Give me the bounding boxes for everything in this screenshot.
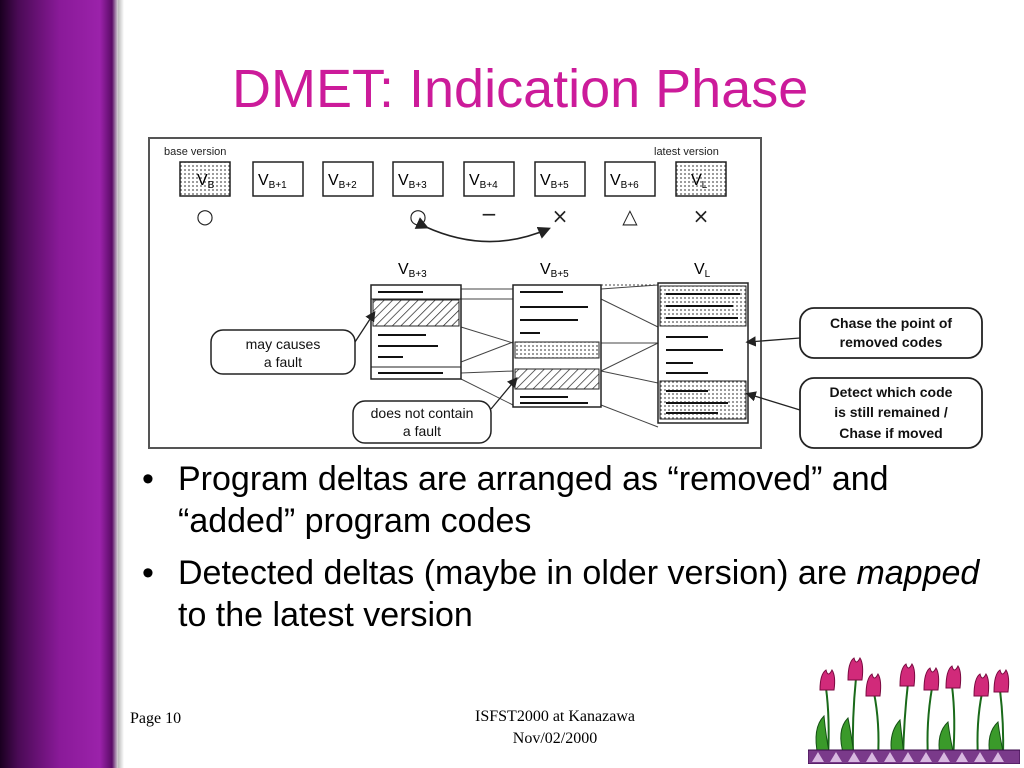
svg-text:Chase if moved: Chase if moved [839, 425, 942, 441]
version-symbol-5: × [552, 204, 569, 228]
code-block-vb5 [512, 284, 602, 408]
svg-text:VB: VB [197, 172, 215, 191]
svg-text:is still remained /: is still remained / [834, 404, 948, 420]
column-header-vl: VL [694, 261, 711, 280]
version-symbol-0: ○ [196, 204, 213, 228]
svg-text:VB+3: VB+3 [398, 172, 427, 191]
svg-text:a fault: a fault [264, 354, 302, 370]
bullet-item: • Program deltas are arranged as “remove… [142, 460, 889, 540]
svg-text:VB+2: VB+2 [328, 172, 357, 191]
base-version-label: base version [164, 146, 226, 158]
bullet-item: • Detected deltas (maybe in older versio… [142, 554, 980, 634]
tulips-decoration [808, 657, 1020, 764]
bullet-list: • Program deltas are arranged as “remove… [140, 458, 980, 646]
version-box-2: VB+2 [322, 161, 374, 197]
svg-text:VB+1: VB+1 [258, 172, 287, 191]
dmet-diagram: base version latest version VB ○ VB+1 VB… [148, 137, 762, 449]
sidebar-shadow [118, 0, 124, 768]
callout-not-contain-fault: does not contain a fault [352, 377, 518, 444]
svg-text:VB+6: VB+6 [610, 172, 639, 191]
mapping-arrow [414, 217, 551, 243]
callout-detect-remained: Detect which code is still remained / Ch… [745, 377, 983, 449]
svg-text:Chase the point of: Chase the point of [830, 315, 952, 331]
code-block-vl [657, 282, 749, 424]
footer-conference: ISFST2000 at Kanazawa Nov/02/2000 [440, 706, 670, 750]
version-symbol-7: × [693, 204, 710, 228]
callout-chase-removed: Chase the point of removed codes [745, 307, 983, 359]
version-symbol-3: ○ [409, 204, 426, 228]
latest-version-label: latest version [654, 146, 719, 158]
right-callouts: Chase the point of removed codes Detect … [745, 307, 983, 449]
column-header-vb3: VB+3 [398, 261, 427, 280]
version-box-4: VB+4 − [463, 161, 515, 226]
svg-text:may causes: may causes [246, 336, 321, 352]
slide-title: DMET: Indication Phase [232, 59, 809, 119]
version-box-0: VB ○ [179, 161, 231, 228]
code-block-vb3 [370, 284, 462, 380]
page-number: Page 10 [130, 710, 182, 727]
svg-text:VB+4: VB+4 [469, 172, 498, 191]
conference-name: ISFST2000 at Kanazawa [475, 708, 635, 725]
version-box-7: VL × [675, 161, 727, 228]
sidebar-decoration [0, 0, 118, 768]
svg-text:Detect which code: Detect which code [830, 384, 953, 400]
conference-date: Nov/02/2000 [512, 730, 598, 747]
svg-text:a fault: a fault [403, 423, 441, 439]
callout-may-cause-fault: may causes a fault [210, 310, 376, 375]
svg-text:VB+5: VB+5 [540, 172, 569, 191]
code-mapping-lines [460, 284, 659, 428]
version-box-3: VB+3 ○ [392, 161, 444, 228]
svg-text:removed codes: removed codes [840, 334, 943, 350]
column-header-vb5: VB+5 [540, 261, 569, 280]
version-box-5: VB+5 × [534, 161, 586, 228]
version-box-6: VB+6 △ [604, 161, 656, 228]
version-box-1: VB+1 [252, 161, 304, 197]
version-symbol-6: △ [622, 204, 638, 228]
svg-text:VL: VL [691, 172, 708, 191]
version-symbol-4: − [481, 202, 498, 226]
svg-text:does not contain: does not contain [371, 405, 474, 421]
